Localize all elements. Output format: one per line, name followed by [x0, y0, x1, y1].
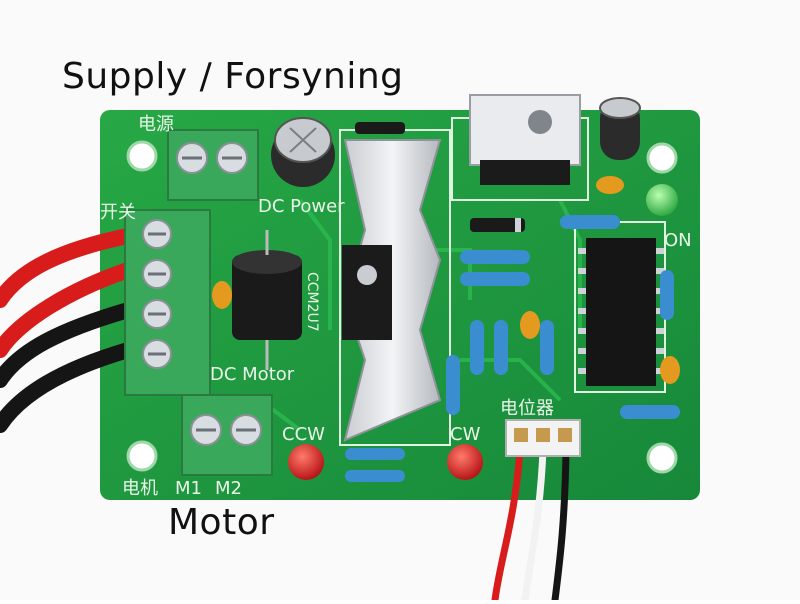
voltage-regulator [469, 94, 581, 185]
potentiometer-wires [491, 446, 570, 604]
mounting-holes [126, 140, 678, 474]
electrolytic-capacitor-small [599, 97, 641, 160]
electrolytic-capacitor [271, 117, 335, 187]
cw-label: CW [450, 424, 481, 445]
inductor [232, 230, 302, 370]
cw-led [447, 444, 483, 480]
resistors [345, 215, 680, 482]
ccw-label: CCW [282, 424, 325, 445]
ccw-led [288, 444, 324, 480]
motor-cn-label: 电机 [122, 478, 158, 499]
ceramic-capacitors [212, 176, 680, 384]
potentiometer-connector [505, 419, 581, 457]
dc-motor-label: DC Motor [210, 364, 295, 385]
motor-terminal [181, 394, 273, 476]
power-cn-label: 电源 [138, 114, 174, 135]
diode [355, 122, 525, 232]
m2-label: M2 [215, 478, 242, 499]
ic-chip [578, 238, 664, 386]
motor-caption: Motor [168, 502, 275, 543]
supply-terminal [167, 129, 259, 201]
ccm-label: CCM2U7 [304, 272, 320, 332]
supply-motor-wires [0, 228, 136, 433]
supply-caption: Supply / Forsyning [62, 56, 404, 97]
m1-label: M1 [175, 478, 202, 499]
dc-power-label: DC Power [258, 196, 345, 217]
on-label: ON [664, 230, 692, 251]
power-terminal-block [124, 209, 211, 396]
switch-cn-label: 开关 [100, 202, 136, 223]
power-led [646, 184, 678, 216]
heatsink [342, 139, 442, 442]
pot-cn-label: 电位器 [500, 398, 554, 419]
